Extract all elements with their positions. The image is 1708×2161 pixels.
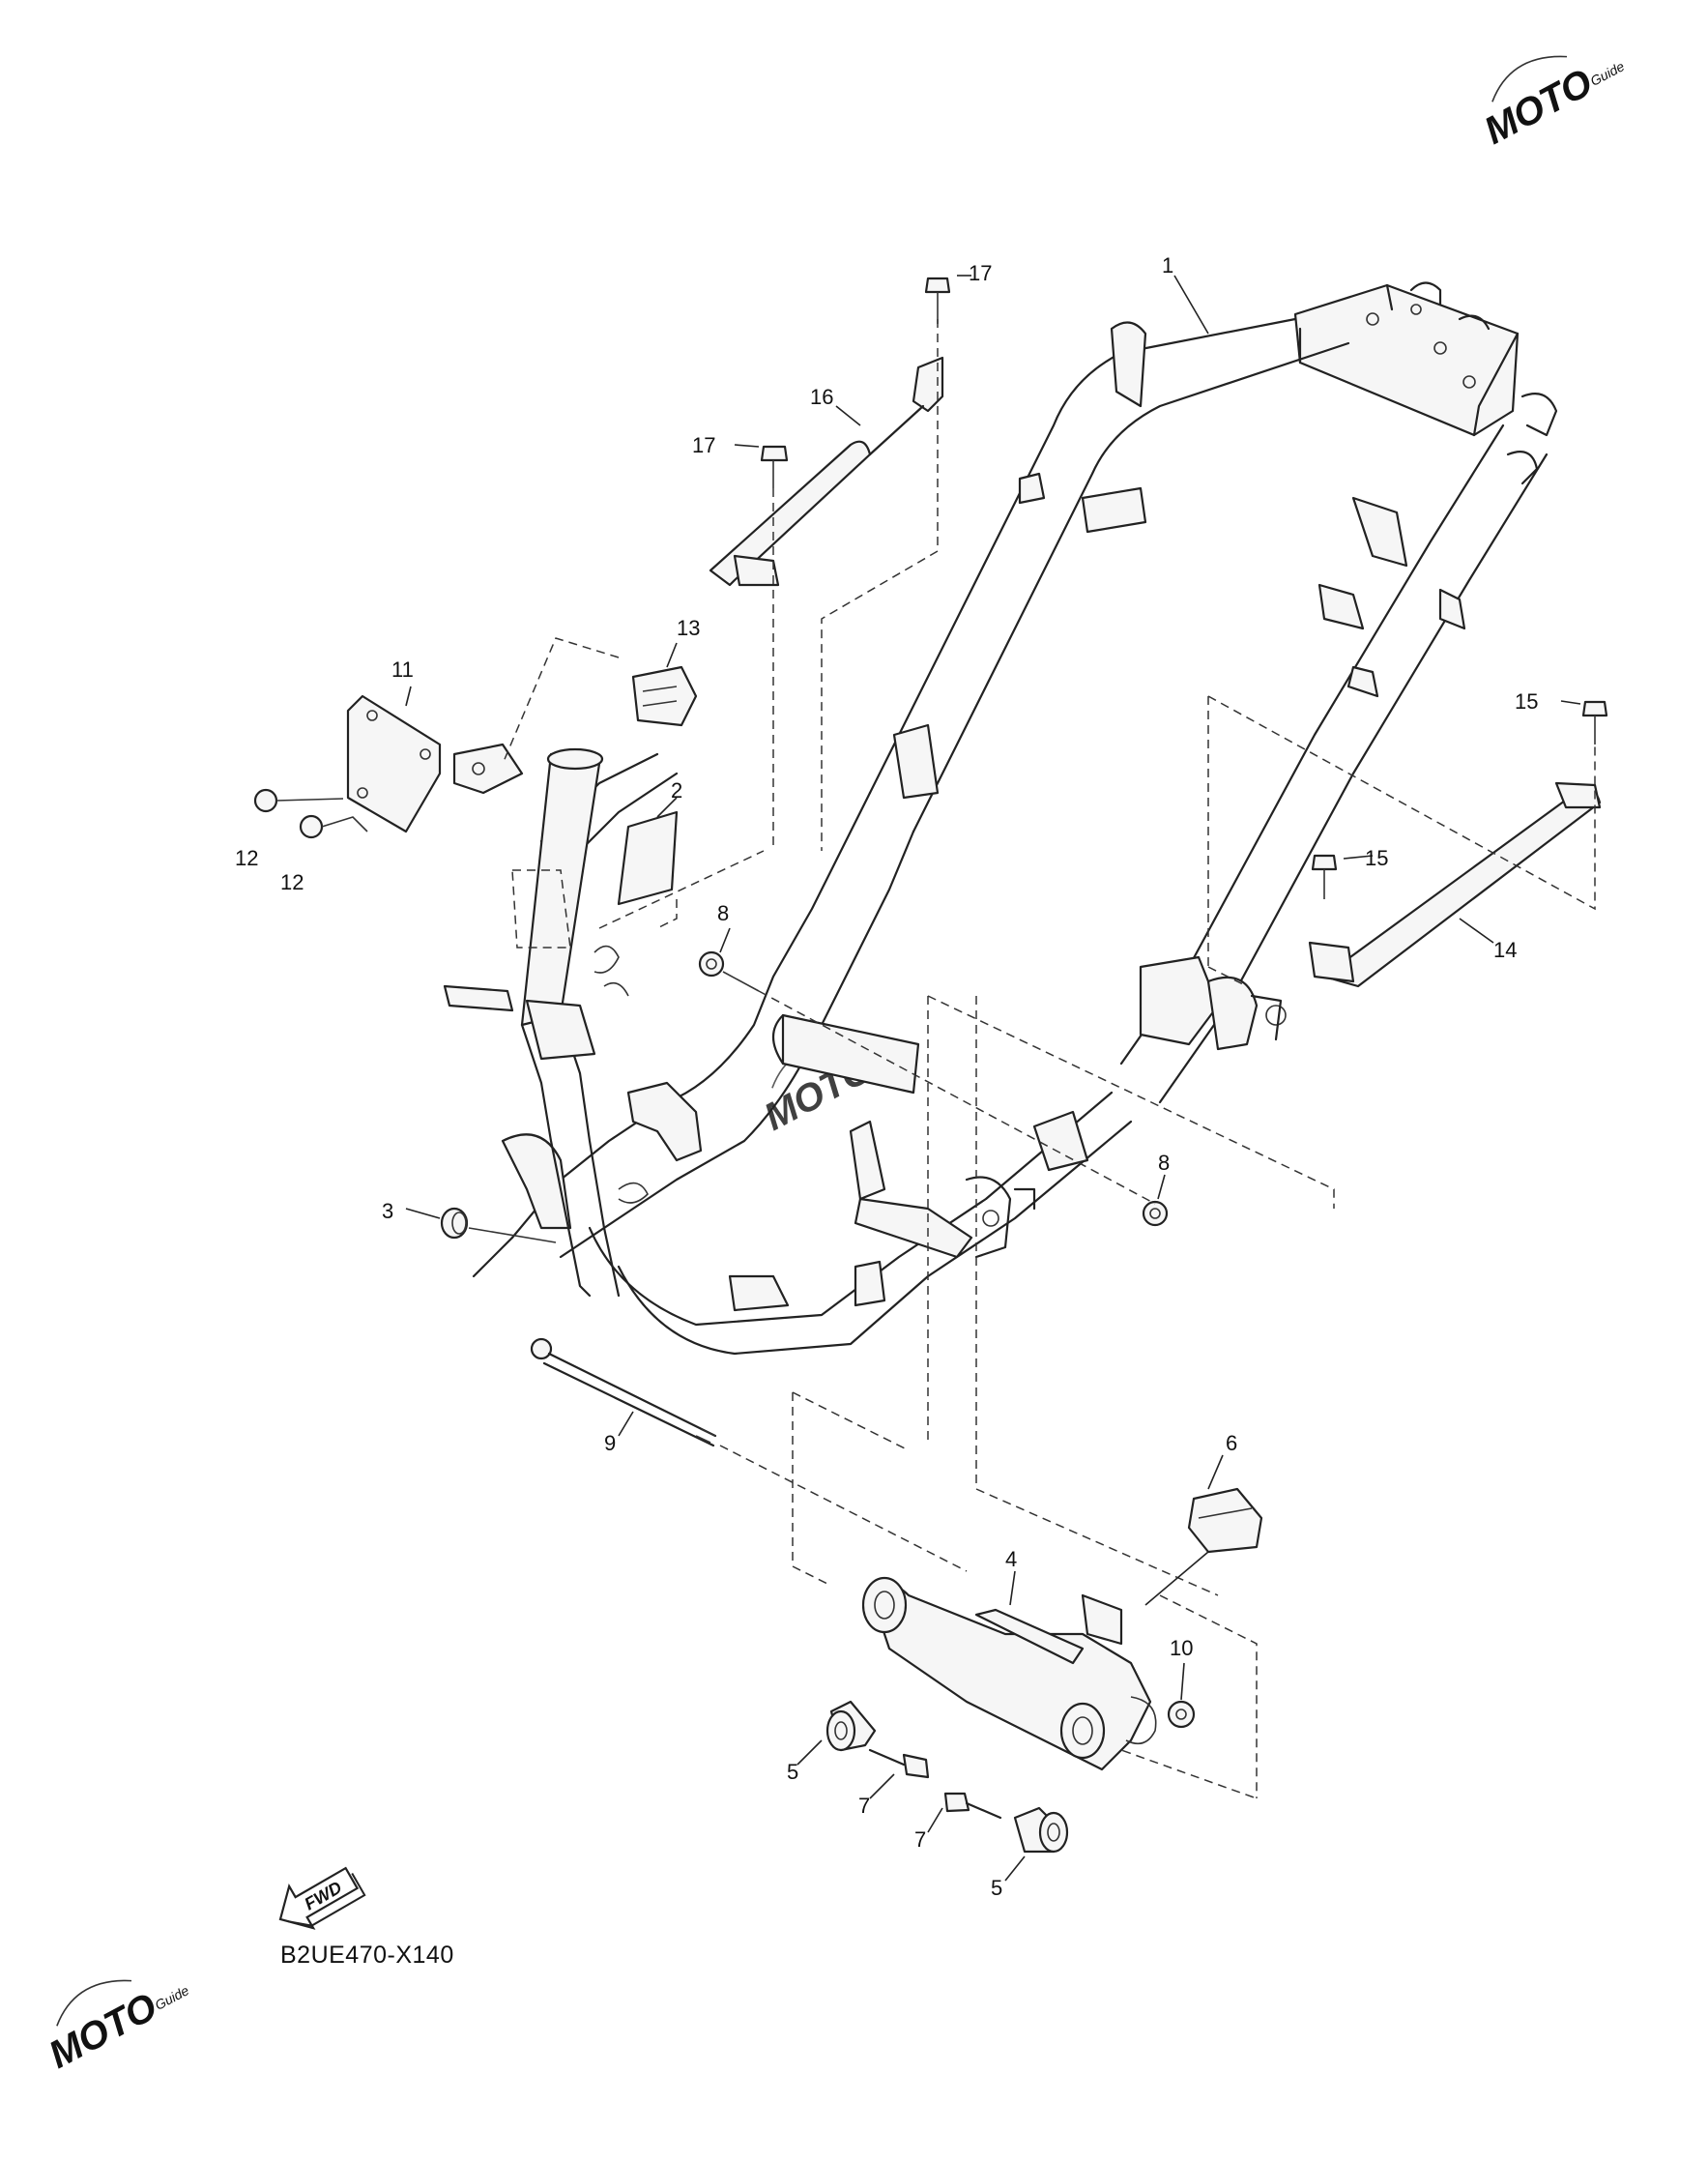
nut-part-10 — [1167, 1700, 1196, 1729]
watermark-top-right: MOTO Guide — [1478, 55, 1628, 153]
callout-12a: 12 — [235, 846, 258, 870]
bolt-17-upper — [924, 277, 951, 324]
callout-6: 6 — [1226, 1431, 1237, 1455]
bush-5-right — [1013, 1806, 1069, 1854]
callout-17a: 17 — [969, 261, 992, 285]
watermark-text: MOTO — [1478, 61, 1600, 153]
callout-10: 10 — [1170, 1636, 1193, 1660]
nut-8-left — [698, 950, 760, 992]
engine-bracket-part-4 — [861, 1576, 1157, 1771]
grommet-part-3 — [440, 1207, 557, 1243]
callout-9: 9 — [604, 1431, 616, 1455]
bolt-15-right — [1581, 700, 1608, 745]
callout-7a: 7 — [858, 1794, 870, 1818]
callout-11: 11 — [391, 657, 414, 682]
watermark-subtext: Guide — [153, 1982, 192, 2013]
callout-13: 13 — [677, 616, 700, 640]
watermark-bottom-left: MOTO Guide — [43, 1979, 192, 2077]
callout-14: 14 — [1493, 938, 1517, 962]
leader-lines — [405, 275, 1581, 1882]
screw-12-b — [299, 814, 368, 839]
callout-17b: 17 — [692, 433, 715, 457]
bolt-17-lower — [760, 445, 789, 488]
callout-1: 1 — [1162, 253, 1173, 277]
main-frame — [443, 281, 1558, 1356]
bolt-7-left — [868, 1748, 930, 1779]
watermark-text: MOTO — [43, 1985, 164, 2077]
bracket-part-11 — [346, 694, 442, 833]
fwd-arrow-icon: FWD — [278, 1866, 366, 1930]
callout-2: 2 — [671, 778, 682, 803]
callout-16: 16 — [810, 385, 833, 409]
callout-12b: 12 — [280, 870, 304, 894]
screw-12-a — [253, 788, 344, 813]
bolt-7-right — [943, 1792, 1002, 1820]
callout-5a: 5 — [787, 1760, 798, 1784]
upper-stay-part-16 — [709, 356, 944, 587]
bush-5-left — [825, 1700, 877, 1752]
callout-4: 4 — [1005, 1547, 1017, 1571]
diagram-code: B2UE470-X140 — [280, 1942, 454, 1969]
engine-bolt-part-9 — [530, 1337, 717, 1447]
callout-3: 3 — [382, 1199, 393, 1223]
bolt-15-left — [1311, 854, 1338, 899]
callout-8a: 8 — [717, 901, 729, 925]
rear-stay-part-14 — [1308, 781, 1602, 988]
callout-8b: 8 — [1158, 1151, 1170, 1175]
label-part-2 — [617, 810, 679, 906]
holder-part-13 — [631, 665, 698, 727]
callout-15b: 15 — [1365, 846, 1388, 870]
callout-7b: 7 — [914, 1827, 926, 1852]
watermark-subtext: Guide — [1588, 58, 1628, 89]
nut-8-right — [1142, 1200, 1169, 1227]
callout-labels: 1 2 3 4 5 5 6 7 7 8 8 9 10 11 12 12 13 1… — [235, 253, 1538, 1900]
callout-15a: 15 — [1515, 689, 1538, 714]
rubber-part-6 — [1187, 1487, 1263, 1554]
callout-5b: 5 — [991, 1876, 1002, 1900]
